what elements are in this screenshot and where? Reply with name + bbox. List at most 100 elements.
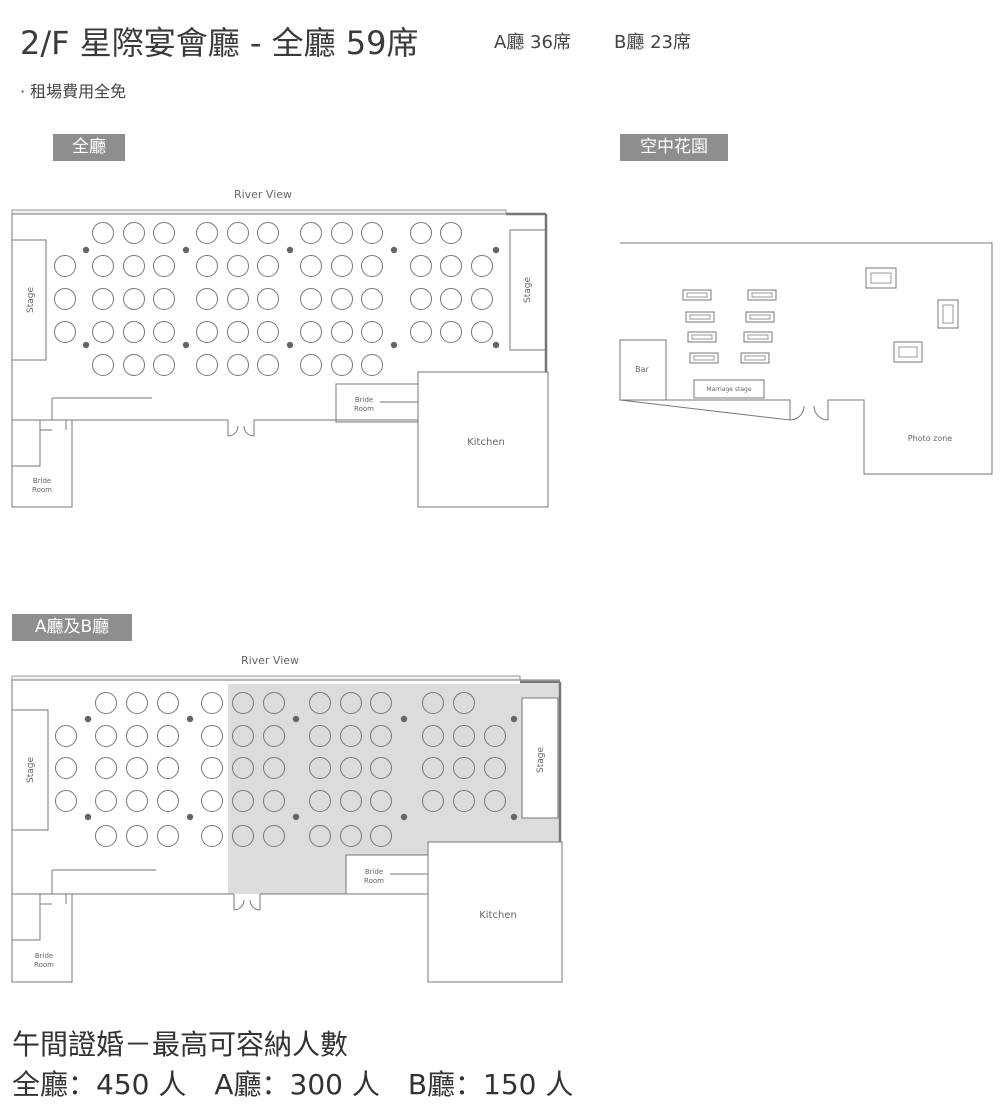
table [300,288,322,310]
hall-a-capacity: A廳 36席 [494,32,571,53]
table [440,288,462,310]
table [453,790,475,812]
table [331,354,353,376]
table [95,725,117,747]
table [422,692,444,714]
pillar [186,813,194,821]
table [196,222,218,244]
table [126,757,148,779]
table [410,255,432,277]
table [257,255,279,277]
table [370,790,392,812]
table [55,790,77,812]
table [95,790,117,812]
footer-capacity-values: 全廳：450 人 A廳：300 人 B廳：150 人 [12,1068,574,1101]
table [257,321,279,343]
label-stage-left-ab: Stage [26,757,36,783]
table [55,757,77,779]
pillar [492,246,500,254]
lounge-chair-seat [942,304,954,324]
table [201,757,223,779]
pillar [510,715,518,723]
table [153,255,175,277]
table [153,288,175,310]
plan-ab-pillars [84,715,518,821]
table [123,288,145,310]
table [227,354,249,376]
table [309,790,331,812]
pillar [286,246,294,254]
table [54,255,76,277]
pillar [390,246,398,254]
table [232,725,254,747]
table [340,692,362,714]
sofa-seat [744,355,766,361]
table [331,222,353,244]
table [410,321,432,343]
sofa-seat [691,334,713,340]
sofa-seat [751,292,773,298]
table [361,255,383,277]
plan-ab-tables [55,692,506,847]
table [309,825,331,847]
table [484,725,506,747]
label-bride-room-bottom-full-1: Bride [33,477,51,485]
table [126,725,148,747]
pillar [186,715,194,723]
table [126,692,148,714]
table [153,321,175,343]
table [263,725,285,747]
sofa-seat [749,314,771,320]
table [263,692,285,714]
table [92,354,114,376]
table [453,692,475,714]
sofa [747,289,777,301]
table [153,354,175,376]
table [440,222,462,244]
label-stage-right-full: Stage [523,277,533,303]
table [331,288,353,310]
lounge-chair [893,341,923,363]
label-bride-room-bottom-ab-1: Bride [35,952,53,960]
table [422,757,444,779]
table [370,725,392,747]
table [196,321,218,343]
table [471,255,493,277]
label-stage-left-full: Stage [26,287,36,313]
table [453,725,475,747]
plan-full-structure [11,209,549,508]
lounge-chair [937,299,959,329]
page-title: 2/F 星際宴會廳 - 全廳 59席 [20,24,419,62]
label-bride-room-bottom-full-2: Room [32,486,52,494]
pillar [492,341,500,349]
table [95,757,117,779]
table [331,255,353,277]
table [92,222,114,244]
pillar [292,715,300,723]
pillar [82,246,90,254]
sofa [682,289,712,301]
table [257,288,279,310]
table [263,790,285,812]
table [309,692,331,714]
table [126,825,148,847]
pillar [182,341,190,349]
sofa [685,311,715,323]
plan-full-tables [54,222,493,376]
table [263,757,285,779]
table [227,222,249,244]
table [201,790,223,812]
table [54,321,76,343]
table [92,255,114,277]
table [484,790,506,812]
sofa [745,311,775,323]
table [123,321,145,343]
label-marriage-stage: Marriage stage [706,386,751,393]
table [309,725,331,747]
table [227,288,249,310]
label-kitchen-ab: Kitchen [479,910,517,921]
pillar [400,813,408,821]
label-river-view-ab: River View [241,654,299,667]
table [196,255,218,277]
table [92,288,114,310]
